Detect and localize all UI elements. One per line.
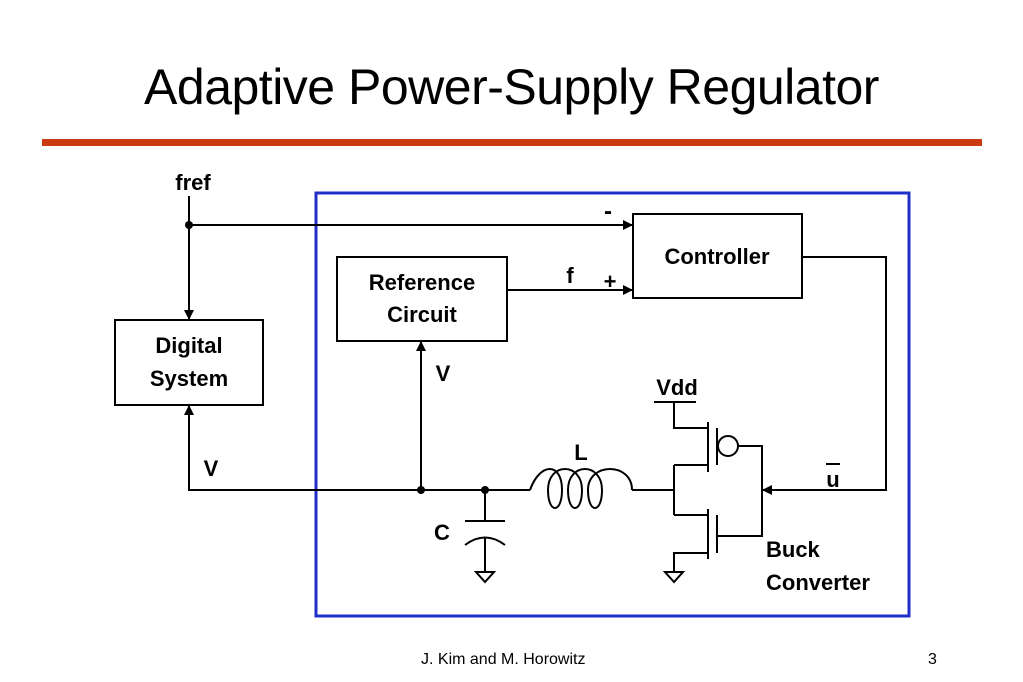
v-reference-label: V	[436, 361, 451, 386]
pmos-source	[673, 402, 708, 429]
digital-label-line2: System	[150, 366, 228, 391]
controller-minus-label: -	[604, 198, 612, 225]
switch-ground	[662, 571, 686, 584]
controller-output-wire	[762, 256, 887, 495]
v-bus-wire	[188, 405, 530, 491]
capacitor-ground	[473, 571, 497, 584]
reference-circuit-block	[336, 256, 508, 342]
f-label: f	[566, 263, 574, 288]
controller-plus-label: +	[604, 269, 617, 294]
fref-label: fref	[175, 170, 211, 195]
digital-label-line1: Digital	[155, 333, 222, 358]
cap-junction	[481, 486, 489, 494]
capacitor-plate-bottom	[464, 536, 506, 546]
controller-label: Controller	[664, 244, 770, 269]
inductor-coil	[529, 468, 633, 509]
slide-title: Adaptive Power-Supply Regulator	[144, 59, 879, 115]
reference-label-line1: Reference	[369, 270, 475, 295]
u-bar-label: u	[826, 467, 839, 492]
title-divider	[42, 139, 982, 146]
fref-junction	[185, 221, 193, 229]
footer-page-number: 3	[928, 651, 937, 668]
v-digital-label: V	[204, 456, 219, 481]
reference-label-line2: Circuit	[387, 302, 457, 327]
gate-drive-wire	[717, 445, 763, 537]
footer-author: J. Kim and M. Horowitz	[421, 651, 586, 668]
pmos-gate-bubble	[717, 435, 739, 457]
nmos-source	[673, 552, 708, 572]
controller-block	[632, 213, 803, 299]
inductor-label: L	[574, 440, 587, 465]
buck-label-line1: Buck	[766, 537, 821, 562]
capacitor-label: C	[434, 520, 450, 545]
v-junction	[417, 486, 425, 494]
buck-label-line2: Converter	[766, 570, 870, 595]
vdd-label: Vdd	[656, 375, 698, 400]
regulator-boundary	[314, 191, 911, 618]
